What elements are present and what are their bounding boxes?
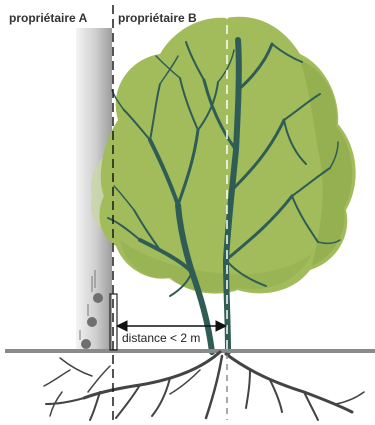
tree-roots xyxy=(44,352,364,420)
label-owner-b: propriétaire B xyxy=(118,11,197,25)
fruit-dot xyxy=(87,317,97,327)
label-distance: distance < 2 m xyxy=(122,331,200,345)
ground-line xyxy=(5,349,375,353)
label-owner-a: propriétaire A xyxy=(9,11,88,25)
fruit-dot xyxy=(93,293,103,303)
fruit-dot xyxy=(81,339,91,349)
